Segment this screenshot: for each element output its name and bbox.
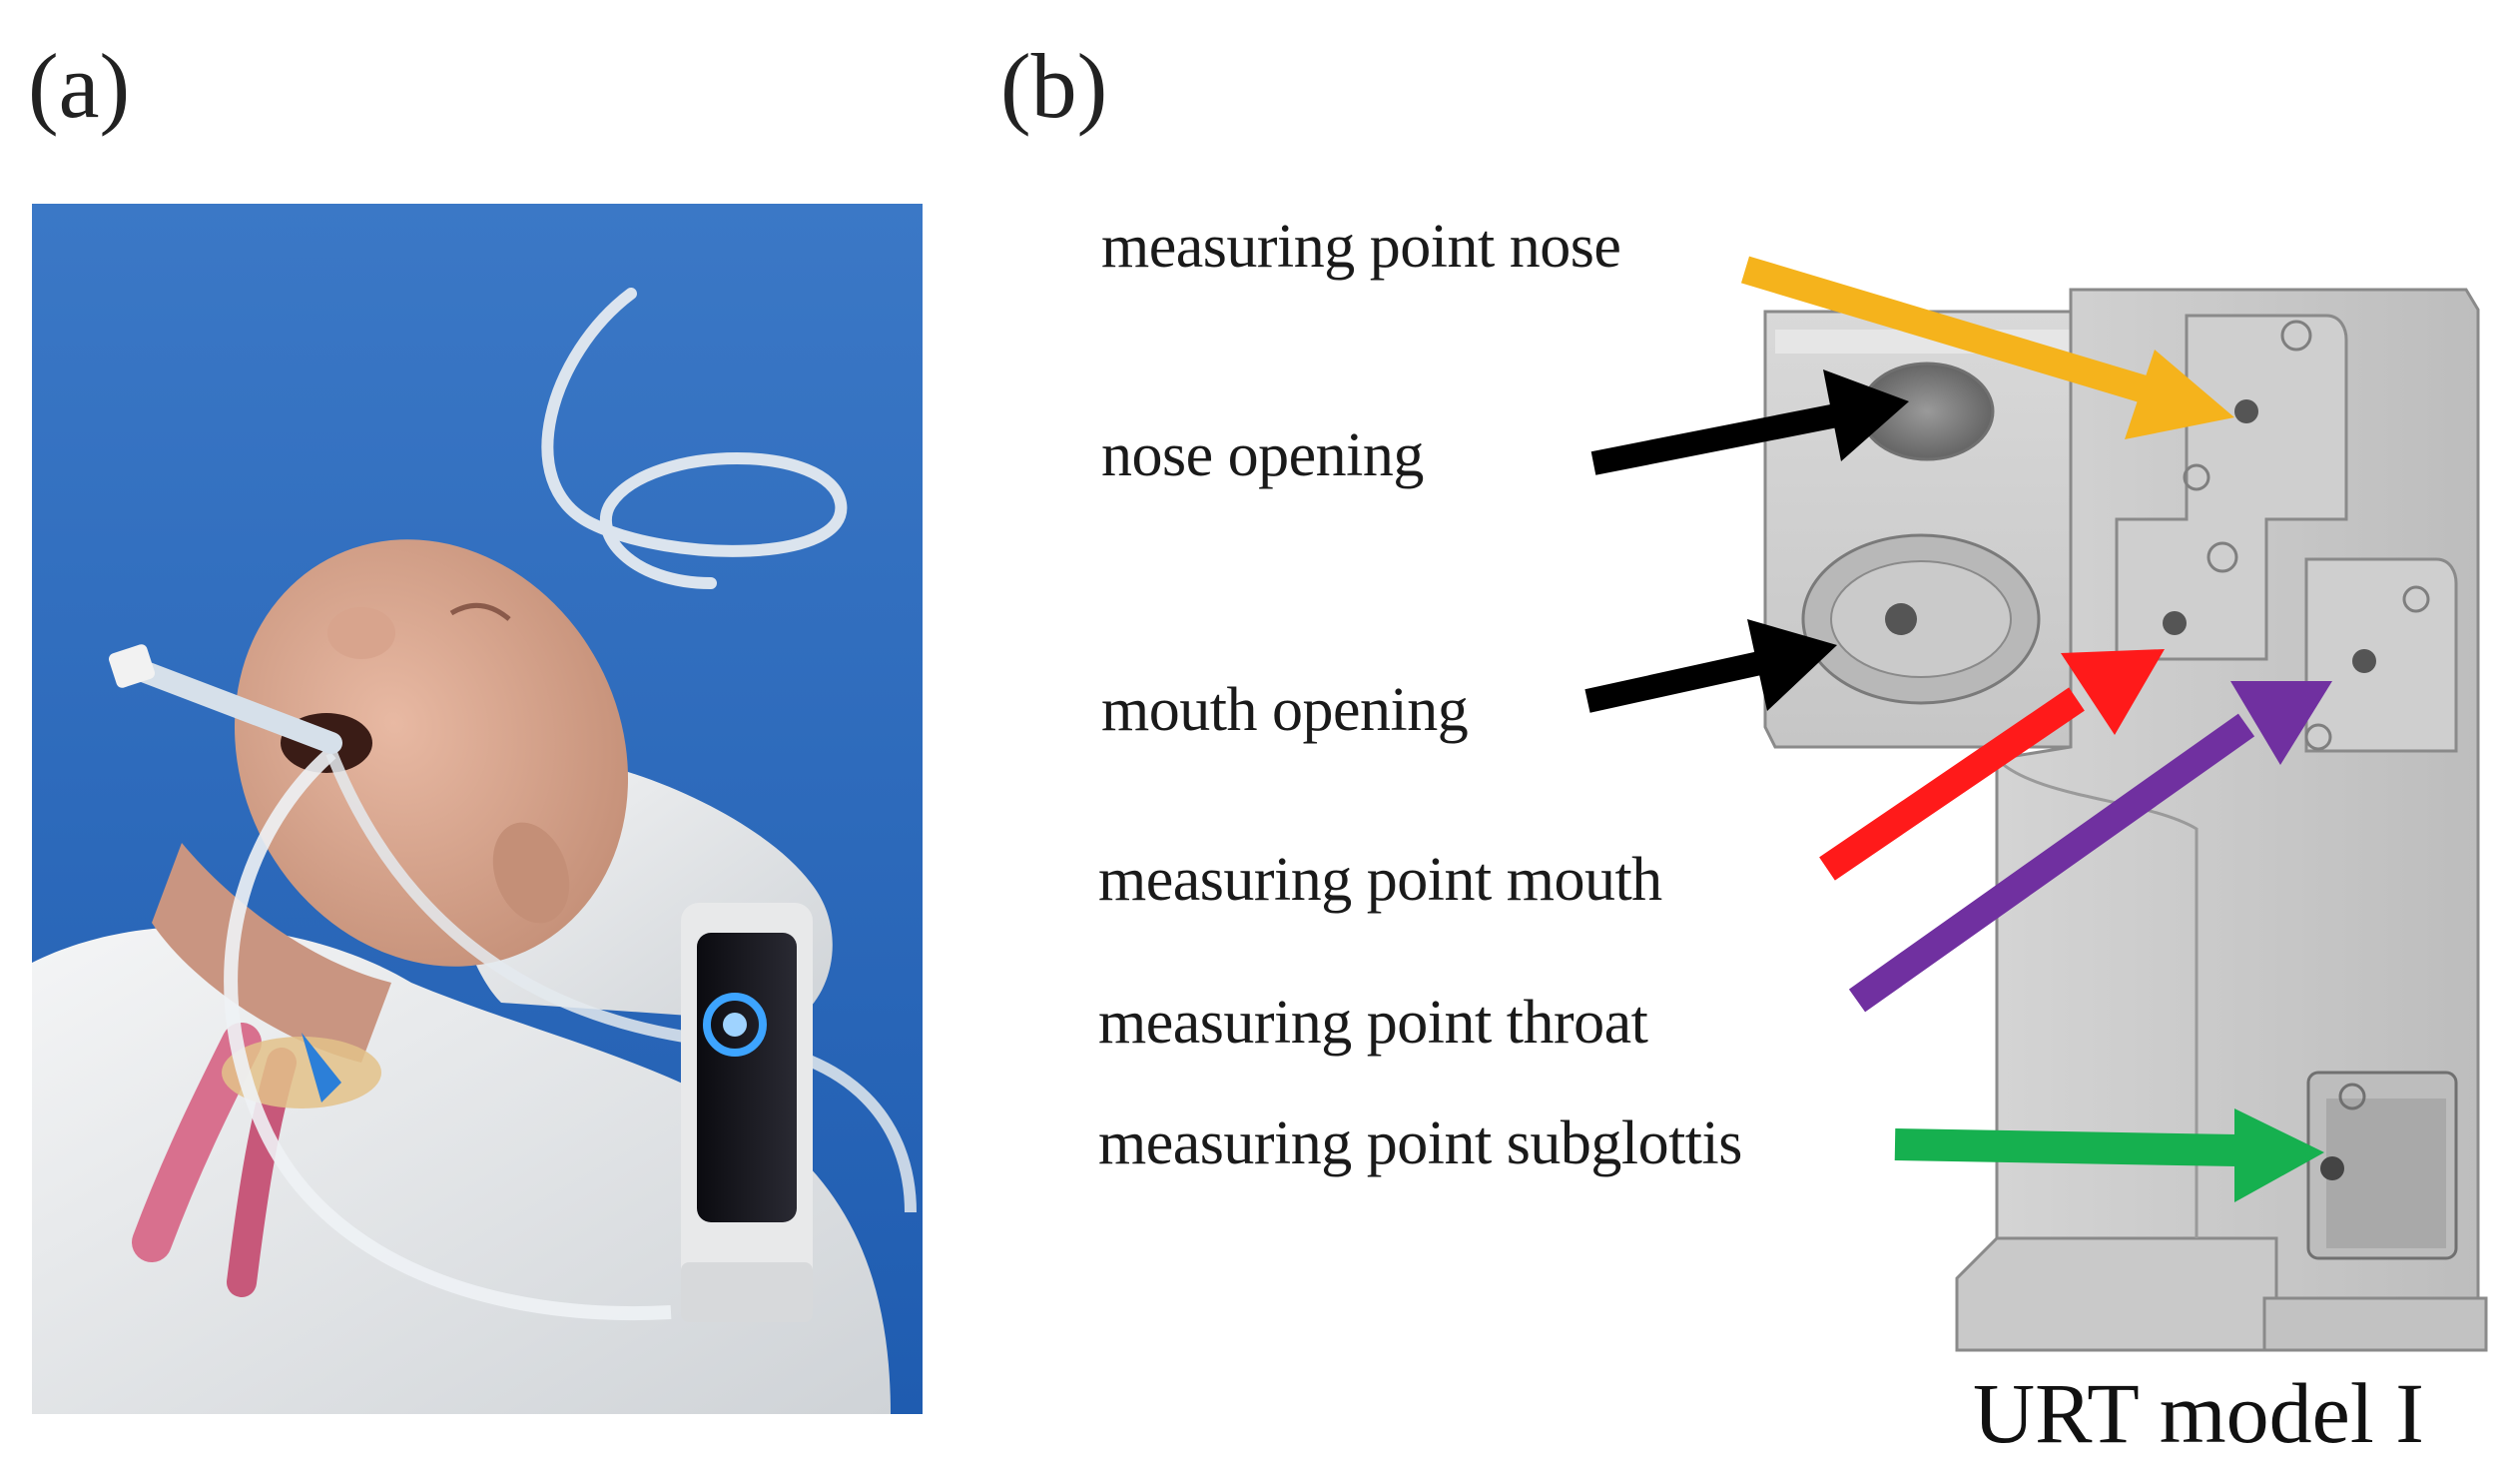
label-nose-opening: nose opening [1101, 421, 1424, 489]
trachea-ring [222, 1037, 381, 1108]
blue-valve [302, 1033, 341, 1102]
nose-point-panel [2115, 314, 2348, 661]
model-base [1955, 1236, 2278, 1352]
arrow-mouth-opening [1584, 619, 1837, 713]
label-measuring-point-nose: measuring point nose [1101, 213, 1621, 281]
model-title: URT model I [1973, 1365, 2424, 1461]
tube-connector [111, 652, 342, 754]
manikin-eye [449, 602, 511, 621]
subglottis-window [2306, 1071, 2458, 1260]
manikin-neck [152, 843, 391, 1063]
arrow-throat-point [1848, 681, 2332, 1013]
arrow-subglottis-point [1894, 1108, 2324, 1202]
arrow-mouth-point [1819, 649, 2165, 881]
label-measuring-point-mouth: measuring point mouth [1098, 846, 1662, 914]
arrow-nose-opening [1590, 369, 1909, 475]
manikin-photo [32, 204, 923, 1414]
label-measuring-point-throat: measuring point throat [1098, 989, 1648, 1057]
model-left-block [1763, 310, 2079, 749]
throat-point-panel [2304, 557, 2458, 753]
tube-second [325, 750, 917, 1213]
panel-a-label: (a) [28, 35, 131, 137]
arrow-nose-point [1740, 256, 2234, 439]
label-mouth-opening: mouth opening [1101, 676, 1469, 744]
tube-connector-end [108, 644, 156, 688]
manikin-ear [492, 822, 570, 924]
measurement-device [681, 903, 813, 1322]
tube-coil [541, 288, 848, 589]
model-main-column [1955, 288, 2488, 1352]
mouth-opening-shape [1801, 533, 2041, 705]
nose-opening-shape [1859, 362, 1995, 461]
tube-main [224, 747, 672, 1321]
manikin-nose [327, 607, 395, 659]
label-measuring-point-subglottis: measuring point subglottis [1098, 1109, 1742, 1177]
panel-b-label: (b) [1000, 35, 1108, 137]
